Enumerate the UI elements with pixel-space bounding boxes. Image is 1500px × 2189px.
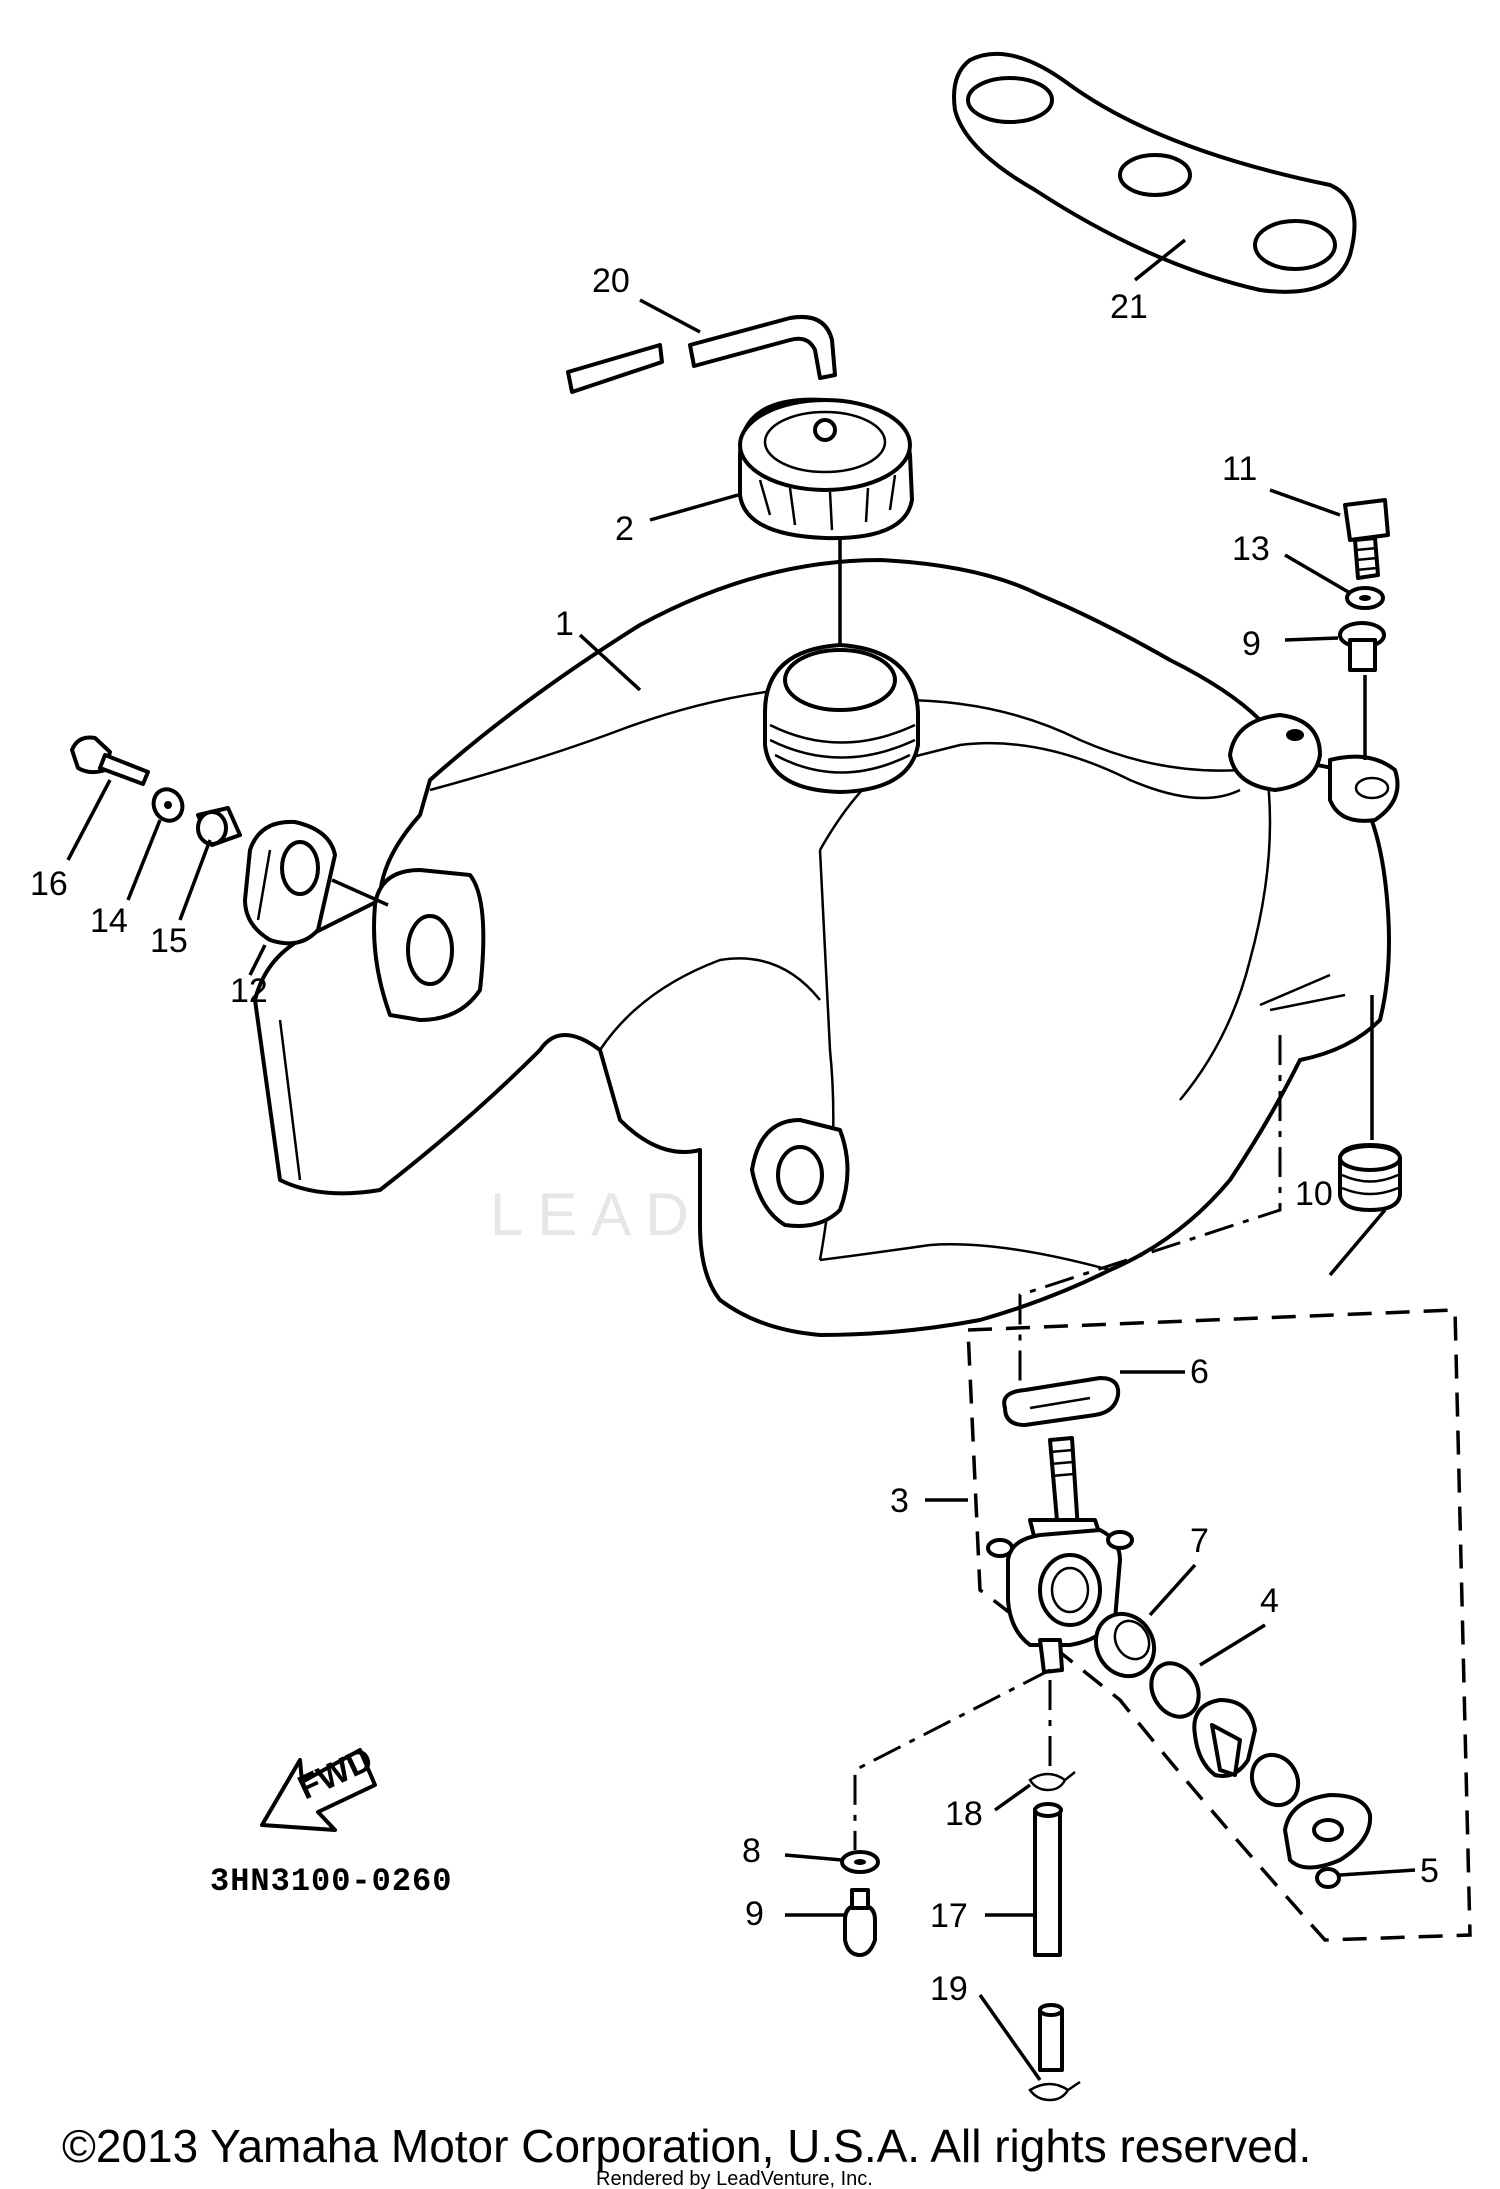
callout-3: 3	[890, 1482, 909, 1520]
callout-12: 11	[1222, 450, 1257, 488]
screw[interactable]	[1315, 1867, 1341, 1889]
callout-16: 15	[150, 922, 188, 960]
fuel-tank[interactable]	[253, 558, 1400, 1337]
callout-15: 14	[90, 902, 128, 940]
washer[interactable]	[149, 785, 188, 826]
fuel-hose[interactable]	[1033, 1802, 1063, 1957]
callout-11: 9	[1242, 625, 1261, 663]
fuel-cock-body[interactable]	[986, 1436, 1134, 1674]
leader-lines	[66, 238, 1416, 2082]
callout-9: 9	[745, 1895, 764, 1933]
callout-17: 16	[30, 865, 68, 903]
cover-plate[interactable]	[1283, 1793, 1373, 1870]
filter-cup[interactable]	[1085, 1603, 1165, 1686]
o-ring[interactable]	[1142, 1655, 1208, 1725]
copyright: ©2013 Yamaha Motor Corporation, U.S.A. A…	[62, 2120, 1311, 2172]
callout-20: 20	[592, 262, 630, 300]
callout-6: 6	[1190, 1353, 1209, 1391]
fuel-cock-lever[interactable]	[1192, 1698, 1257, 1778]
gasket[interactable]	[1002, 1376, 1121, 1427]
callout-4: 4	[1260, 1582, 1279, 1620]
rendered-by: Rendered by LeadVenture, Inc.	[596, 2168, 873, 2189]
damper[interactable]	[243, 819, 337, 946]
o-ring[interactable]	[1243, 1746, 1307, 1813]
collar[interactable]	[1338, 621, 1386, 672]
hose-stub[interactable]	[1038, 2003, 1064, 2072]
fuel-cap[interactable]	[738, 397, 914, 541]
callout-13: 13	[1232, 530, 1270, 568]
callout-7: 7	[1190, 1522, 1209, 1560]
callout-5: 5	[1420, 1852, 1439, 1890]
callout-8: 8	[742, 1832, 761, 1870]
callout-14: 12	[230, 972, 268, 1010]
part-code: 3HN3100-0260	[210, 1863, 452, 1900]
callout-labels: 20 21 2 1 11 13 9 10 16 14 15 12 6 3 7 4…	[30, 262, 1439, 2008]
collar[interactable]	[196, 806, 242, 847]
callout-10: 10	[1295, 1175, 1333, 1213]
fuel-cock-assembly[interactable]	[966, 1308, 1472, 1942]
bolt[interactable]	[70, 735, 150, 786]
clip[interactable]	[1028, 2080, 1081, 2102]
callout-2: 2	[615, 510, 634, 548]
damper[interactable]	[1338, 1143, 1402, 1212]
bolt[interactable]	[1343, 498, 1390, 580]
callout-18: 17	[930, 1897, 968, 1935]
breather-hose[interactable]	[566, 315, 837, 394]
callout-19-upper: 18	[945, 1795, 983, 1833]
callout-1: 1	[555, 605, 574, 643]
washer[interactable]	[840, 1850, 880, 1874]
callout-19-lower: 19	[930, 1970, 968, 2008]
tank-plate[interactable]	[952, 51, 1357, 294]
drain-screw[interactable]	[843, 1888, 877, 1957]
clip[interactable]	[1028, 1771, 1076, 1792]
callout-21: 21	[1110, 288, 1148, 326]
washer[interactable]	[1345, 586, 1385, 610]
forward-arrow: FWD	[260, 1740, 379, 1832]
